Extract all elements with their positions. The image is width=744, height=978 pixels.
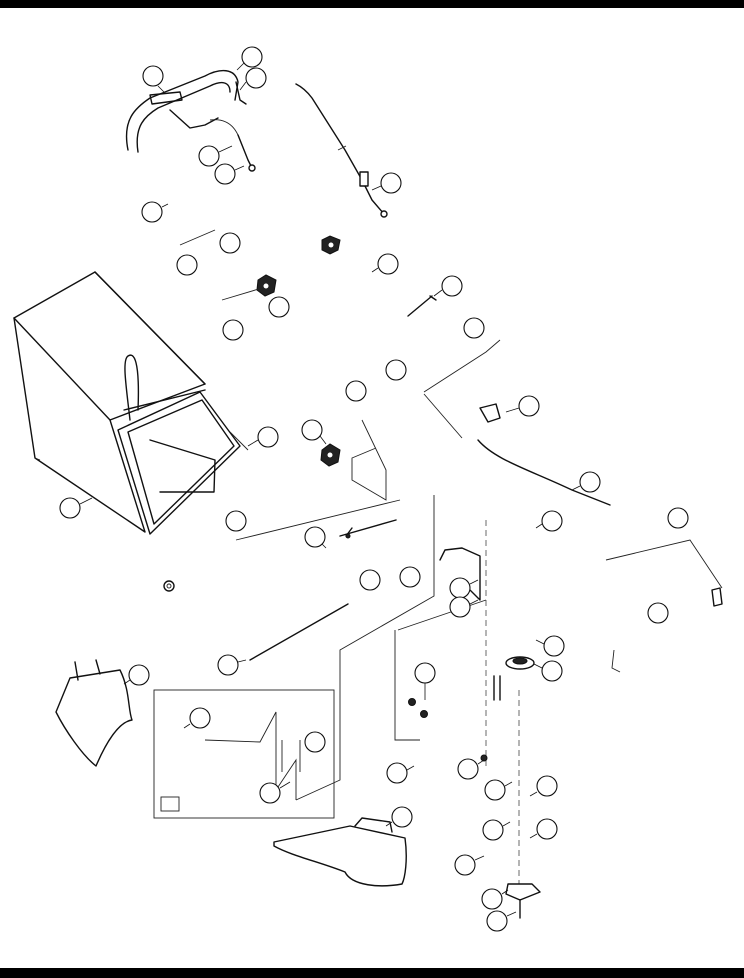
upper-handle xyxy=(125,69,245,153)
blade-adapter xyxy=(505,656,535,670)
carriage-bolt xyxy=(407,295,437,317)
grass-catcher-bag xyxy=(13,271,206,533)
callout-marker-set xyxy=(59,46,689,932)
key-pin xyxy=(493,675,501,701)
bottom-border-bar xyxy=(0,968,744,978)
control-bail xyxy=(235,81,247,105)
starter-rope xyxy=(477,439,611,506)
throttle-control xyxy=(237,134,256,172)
drive-cable xyxy=(605,539,723,673)
rear-door-spring xyxy=(439,547,481,601)
grass-catcher-frame xyxy=(117,354,249,535)
catcher-plug xyxy=(163,580,175,592)
parts-kit-panel xyxy=(153,689,335,819)
rear-discharge-chute xyxy=(55,659,133,767)
engine-control-cable xyxy=(295,83,388,218)
rear-skirt xyxy=(273,817,407,887)
hinge-rod xyxy=(339,519,397,537)
blade-mount-plate xyxy=(505,883,541,919)
deck-bolt xyxy=(408,698,488,762)
shoulder-screw xyxy=(345,527,353,539)
handle-knob-upper xyxy=(321,235,341,255)
rear-axle-rod xyxy=(249,603,349,661)
handle-knob-lower xyxy=(320,443,341,467)
handle-knob-middle xyxy=(256,274,277,297)
bracket-set xyxy=(351,339,501,501)
top-border-bar xyxy=(0,0,744,8)
pivot-bracket xyxy=(479,403,501,423)
